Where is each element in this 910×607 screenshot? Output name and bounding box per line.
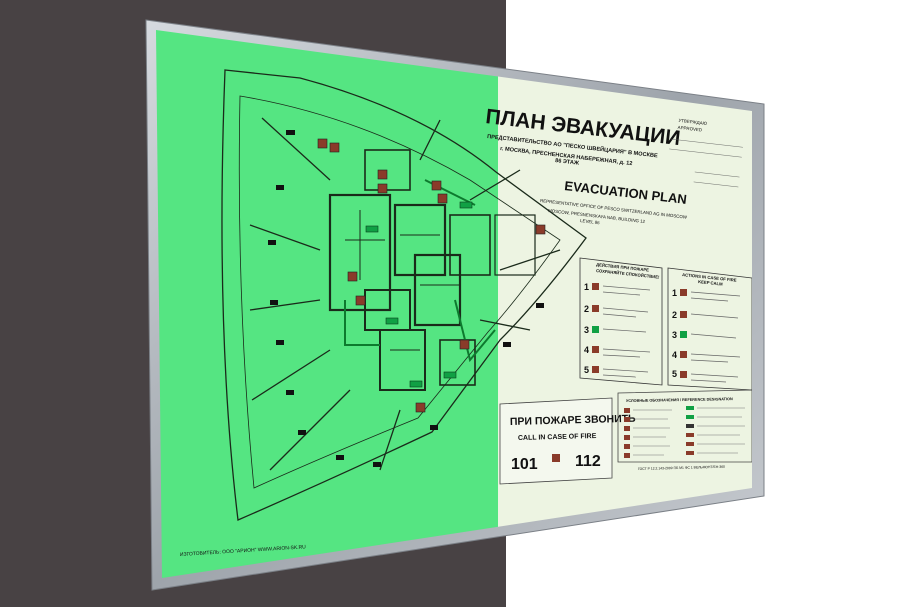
window-markers — [268, 130, 544, 467]
glow-green-half — [156, 30, 498, 578]
svg-text:УТВЕРЖДАЮ: УТВЕРЖДАЮ — [678, 118, 708, 126]
exit-sign-icons — [365, 201, 473, 388]
step-5-en: 5 — [672, 369, 677, 379]
step-1-ru: 1 — [584, 282, 589, 292]
floor-plan — [221, 69, 587, 521]
call-title-en: CALL IN CASE OF FIRE — [518, 433, 597, 442]
approval-block: УТВЕРЖДАЮ APPROVED — [669, 118, 743, 188]
subtitle-ru-3: 86 ЭТАЖ — [555, 158, 580, 167]
step-2-ru: 2 — [584, 304, 589, 314]
step-4-ru: 4 — [584, 345, 589, 355]
emergency-call-box: ПРИ ПОЖАРЕ ЗВОНИТЬ CALL IN CASE OF FIRE … — [499, 397, 636, 485]
standard-note: ГОСТ Р 12.2.143-2009 ПБ М1 ФС 1 ВЕЛЬМОНТ… — [638, 465, 725, 471]
actions-ru-title-2: СОХРАНЯЙТЕ СПОКОЙСТВИЕ! — [596, 268, 660, 280]
svg-text:APPROVED: APPROVED — [677, 125, 702, 133]
actions-en-title: ACTIONS IN CASE OF FIRE — [682, 272, 737, 283]
phone-112: 112 — [575, 453, 601, 470]
fire-actions-table: ДЕЙСТВИЯ ПРИ ПОЖАРЕ СОХРАНЯЙТЕ СПОКОЙСТВ… — [579, 257, 752, 391]
actions-ru-title: ДЕЙСТВИЯ ПРИ ПОЖАРЕ — [596, 262, 649, 273]
actions-en-title-2: KEEP CALM — [698, 279, 723, 287]
phone-101: 101 — [511, 456, 538, 473]
step-4-en: 4 — [672, 350, 677, 360]
step-5-ru: 5 — [584, 365, 589, 375]
step-1-en: 1 — [672, 288, 677, 298]
action-step-text-lines — [602, 285, 741, 383]
legend-title: УСЛОВНЫЕ ОБОЗНАЧЕНИЯ / REFERENCE DESIGNA… — [626, 397, 733, 403]
legend-box: УСЛОВНЫЕ ОБОЗНАЧЕНИЯ / REFERENCE DESIGNA… — [617, 389, 752, 463]
subtitle-en-3: LEVEL 86 — [580, 218, 601, 225]
step-3-en: 3 — [672, 330, 677, 340]
step-2-en: 2 — [672, 310, 677, 320]
call-title-ru: ПРИ ПОЖАРЕ ЗВОНИТЬ — [510, 413, 636, 428]
action-step-icons — [592, 283, 687, 378]
step-3-ru: 3 — [584, 325, 589, 335]
phone-icon — [552, 454, 560, 462]
fire-equipment-icons — [317, 138, 546, 413]
